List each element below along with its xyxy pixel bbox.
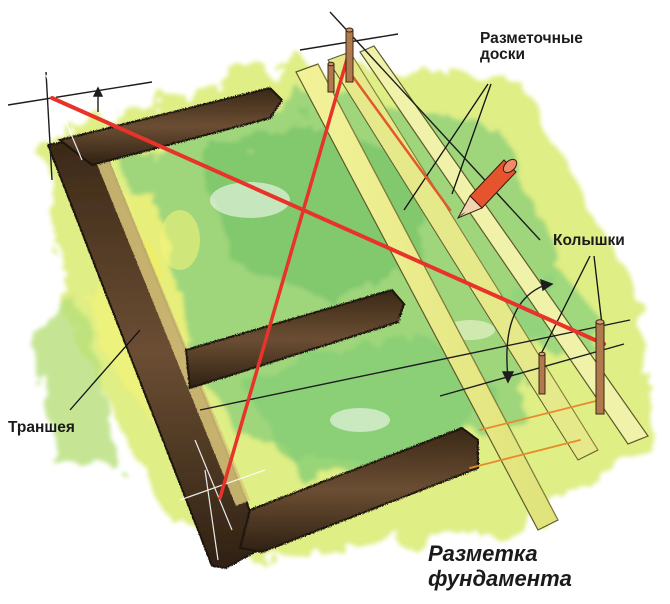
- middle-trench: [184, 288, 406, 390]
- stake-top: [345, 29, 354, 83]
- diagram-title-line1: Разметка: [428, 541, 538, 566]
- leader-boards-1: [403, 83, 489, 211]
- diagram-title: Разметка фундамента: [428, 541, 572, 591]
- stakes: [327, 27, 605, 415]
- orange-string-2: [469, 439, 581, 469]
- leader-stakes-1: [539, 255, 591, 357]
- label-marking-boards: Разметочные доски: [480, 30, 583, 64]
- top-trench: [57, 86, 284, 167]
- bottom-trench: [238, 426, 479, 554]
- label-marking-boards-line2: доски: [480, 46, 526, 64]
- orange-string-1: [479, 399, 601, 431]
- strings: [50, 40, 606, 500]
- leader-trench: [69, 329, 141, 411]
- diagram-title-line2: фундамента: [428, 565, 572, 591]
- stake-right-small: [538, 353, 546, 395]
- stake-top-small: [327, 63, 335, 93]
- diagonal-string-1: [50, 96, 606, 346]
- label-marking-boards-line1: Разметочные: [480, 30, 583, 47]
- label-trench: Траншея: [8, 419, 75, 436]
- marking-boards: [295, 45, 649, 531]
- label-stakes: Колышки: [553, 232, 625, 249]
- pencil-icon: [456, 158, 518, 220]
- stake-right-tall: [595, 321, 605, 415]
- leader-boards-2: [451, 83, 492, 195]
- diagonal-string-2: [218, 40, 354, 500]
- trenches: [46, 86, 479, 570]
- side-string: [346, 68, 452, 212]
